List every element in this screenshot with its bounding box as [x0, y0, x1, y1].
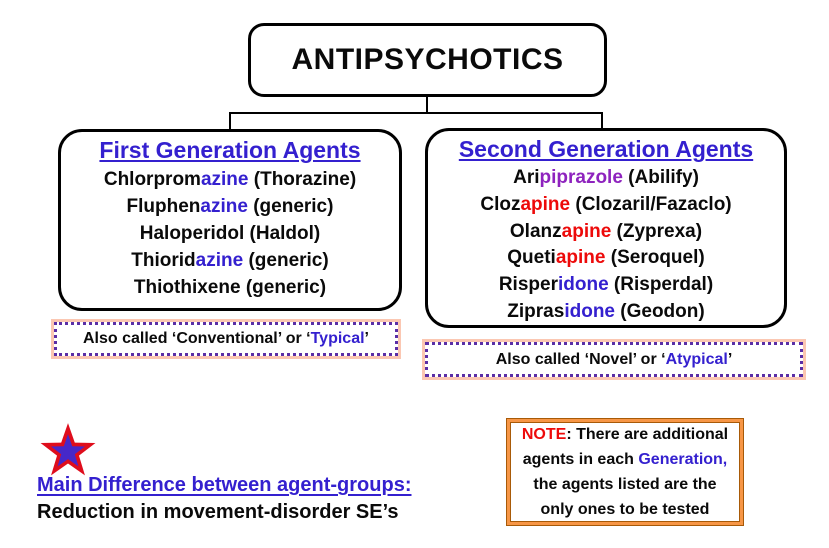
drug-brand: (Geodon) [615, 300, 705, 322]
also-called-atypical-label: Also called ‘Novel’ or ‘Atypical’ [496, 351, 733, 369]
star-icon [40, 423, 96, 476]
also-called-typical-label: Also called ‘Conventional’ or ‘Typical’ [83, 330, 369, 348]
connector-right-vertical [601, 112, 603, 130]
drug-prefix: Olanz [509, 220, 562, 242]
drug-prefix: Cloz [480, 193, 521, 215]
drug-suffix-highlight: azine [200, 196, 248, 217]
note-highlight: NOTE [521, 426, 567, 443]
note-box: NOTE: There are additional agents in eac… [507, 419, 743, 525]
note-text: agents in each [522, 451, 639, 468]
main-difference-heading: Main Difference between agent-groups: [37, 474, 412, 496]
also-called-highlight: Typical [310, 330, 365, 347]
drug-prefix: Ari [513, 167, 540, 188]
drug-suffix-highlight: apine [520, 193, 571, 215]
drug-brand: (Zyprexa) [611, 220, 703, 242]
note-text: : There are additional [566, 426, 729, 443]
drug-prefix: Risper [498, 274, 558, 296]
drug-brand: (generic) [247, 196, 334, 217]
drug-line-thiothixene: Thiothixene (generic) [61, 274, 399, 301]
second-generation-box: Second Generation Agents Aripiprazole (A… [425, 128, 787, 328]
drug-prefix: Thiothixene (generic) [133, 277, 327, 298]
drug-line-chlorpromazine: Chlorpromazine (Thorazine) [61, 166, 399, 193]
drug-prefix: Chlorprom [103, 169, 201, 190]
drug-brand: (generic) [243, 250, 329, 271]
drug-line-quetiapine: Quetiapine (Seroquel) [428, 245, 784, 272]
drug-line-thioridazine: Thioridazine (generic) [61, 247, 399, 274]
antipsychotics-title-box: ANTIPSYCHOTICS [248, 23, 607, 97]
drug-prefix: Thiorid [131, 250, 196, 271]
note-line: only ones to be tested [540, 501, 710, 518]
drug-line-risperidone: Risperidone (Risperdal) [428, 272, 784, 299]
drug-line-olanzapine: Olanzapine (Zyprexa) [428, 219, 784, 246]
connector-stub [426, 97, 428, 113]
drug-prefix: Zipras [507, 300, 565, 322]
note-highlight: Generation, [638, 451, 728, 468]
drug-suffix-highlight: azine [195, 250, 244, 271]
drug-brand: (Thorazine) [248, 169, 357, 190]
main-difference-subtext: Reduction in movement-disorder SE’s [37, 501, 399, 523]
drug-brand: (Seroquel) [605, 247, 705, 269]
drug-brand: (Abilify) [622, 167, 699, 188]
also-called-atypical-box: Also called ‘Novel’ or ‘Atypical’ [425, 342, 803, 377]
drug-prefix: Queti [507, 247, 556, 269]
drug-line-ziprasidone: Ziprasidone (Geodon) [428, 299, 784, 326]
also-called-highlight: Atypical [665, 350, 728, 368]
drug-suffix-highlight: idone [557, 274, 609, 296]
drug-suffix-highlight: apine [561, 220, 612, 242]
drug-prefix: Fluphen [126, 196, 201, 217]
also-called-text-end: ’ [727, 350, 733, 368]
note-line: agents in each Generation, [523, 447, 728, 472]
drug-suffix-highlight: idone [564, 300, 615, 322]
first-generation-box: First Generation Agents Chlorpromazine (… [58, 129, 402, 311]
connector-left-vertical [229, 112, 231, 130]
also-called-text: Also called ‘Novel’ or ‘ [495, 350, 666, 368]
drug-line-haloperidol: Haloperidol (Haldol) [61, 220, 399, 247]
page-title: ANTIPSYCHOTICS [291, 43, 564, 76]
first-generation-title: First Generation Agents [99, 137, 361, 163]
note-line: the agents listed are the [533, 476, 717, 493]
drug-brand: (Clozaril/Fazaclo) [570, 193, 732, 215]
drug-suffix-highlight: piprazole [539, 167, 623, 188]
note-line: NOTE: There are additional [522, 422, 728, 447]
drug-prefix: Haloperidol (Haldol) [139, 223, 321, 244]
drug-suffix-highlight: apine [555, 247, 606, 269]
drug-line-clozapine: Clozapine (Clozaril/Fazaclo) [428, 192, 784, 219]
drug-line-aripiprazole: Aripiprazole (Abilify) [428, 165, 784, 192]
also-called-text: Also called ‘Conventional’ or ‘ [82, 330, 311, 347]
drug-suffix-highlight: azine [200, 169, 249, 190]
second-generation-title: Second Generation Agents [458, 136, 754, 162]
also-called-typical-box: Also called ‘Conventional’ or ‘Typical’ [54, 322, 398, 356]
connector-horizontal [229, 112, 603, 114]
drug-line-fluphenazine: Fluphenazine (generic) [61, 193, 399, 220]
also-called-text-end: ’ [364, 330, 369, 347]
drug-brand: (Risperdal) [608, 274, 714, 296]
